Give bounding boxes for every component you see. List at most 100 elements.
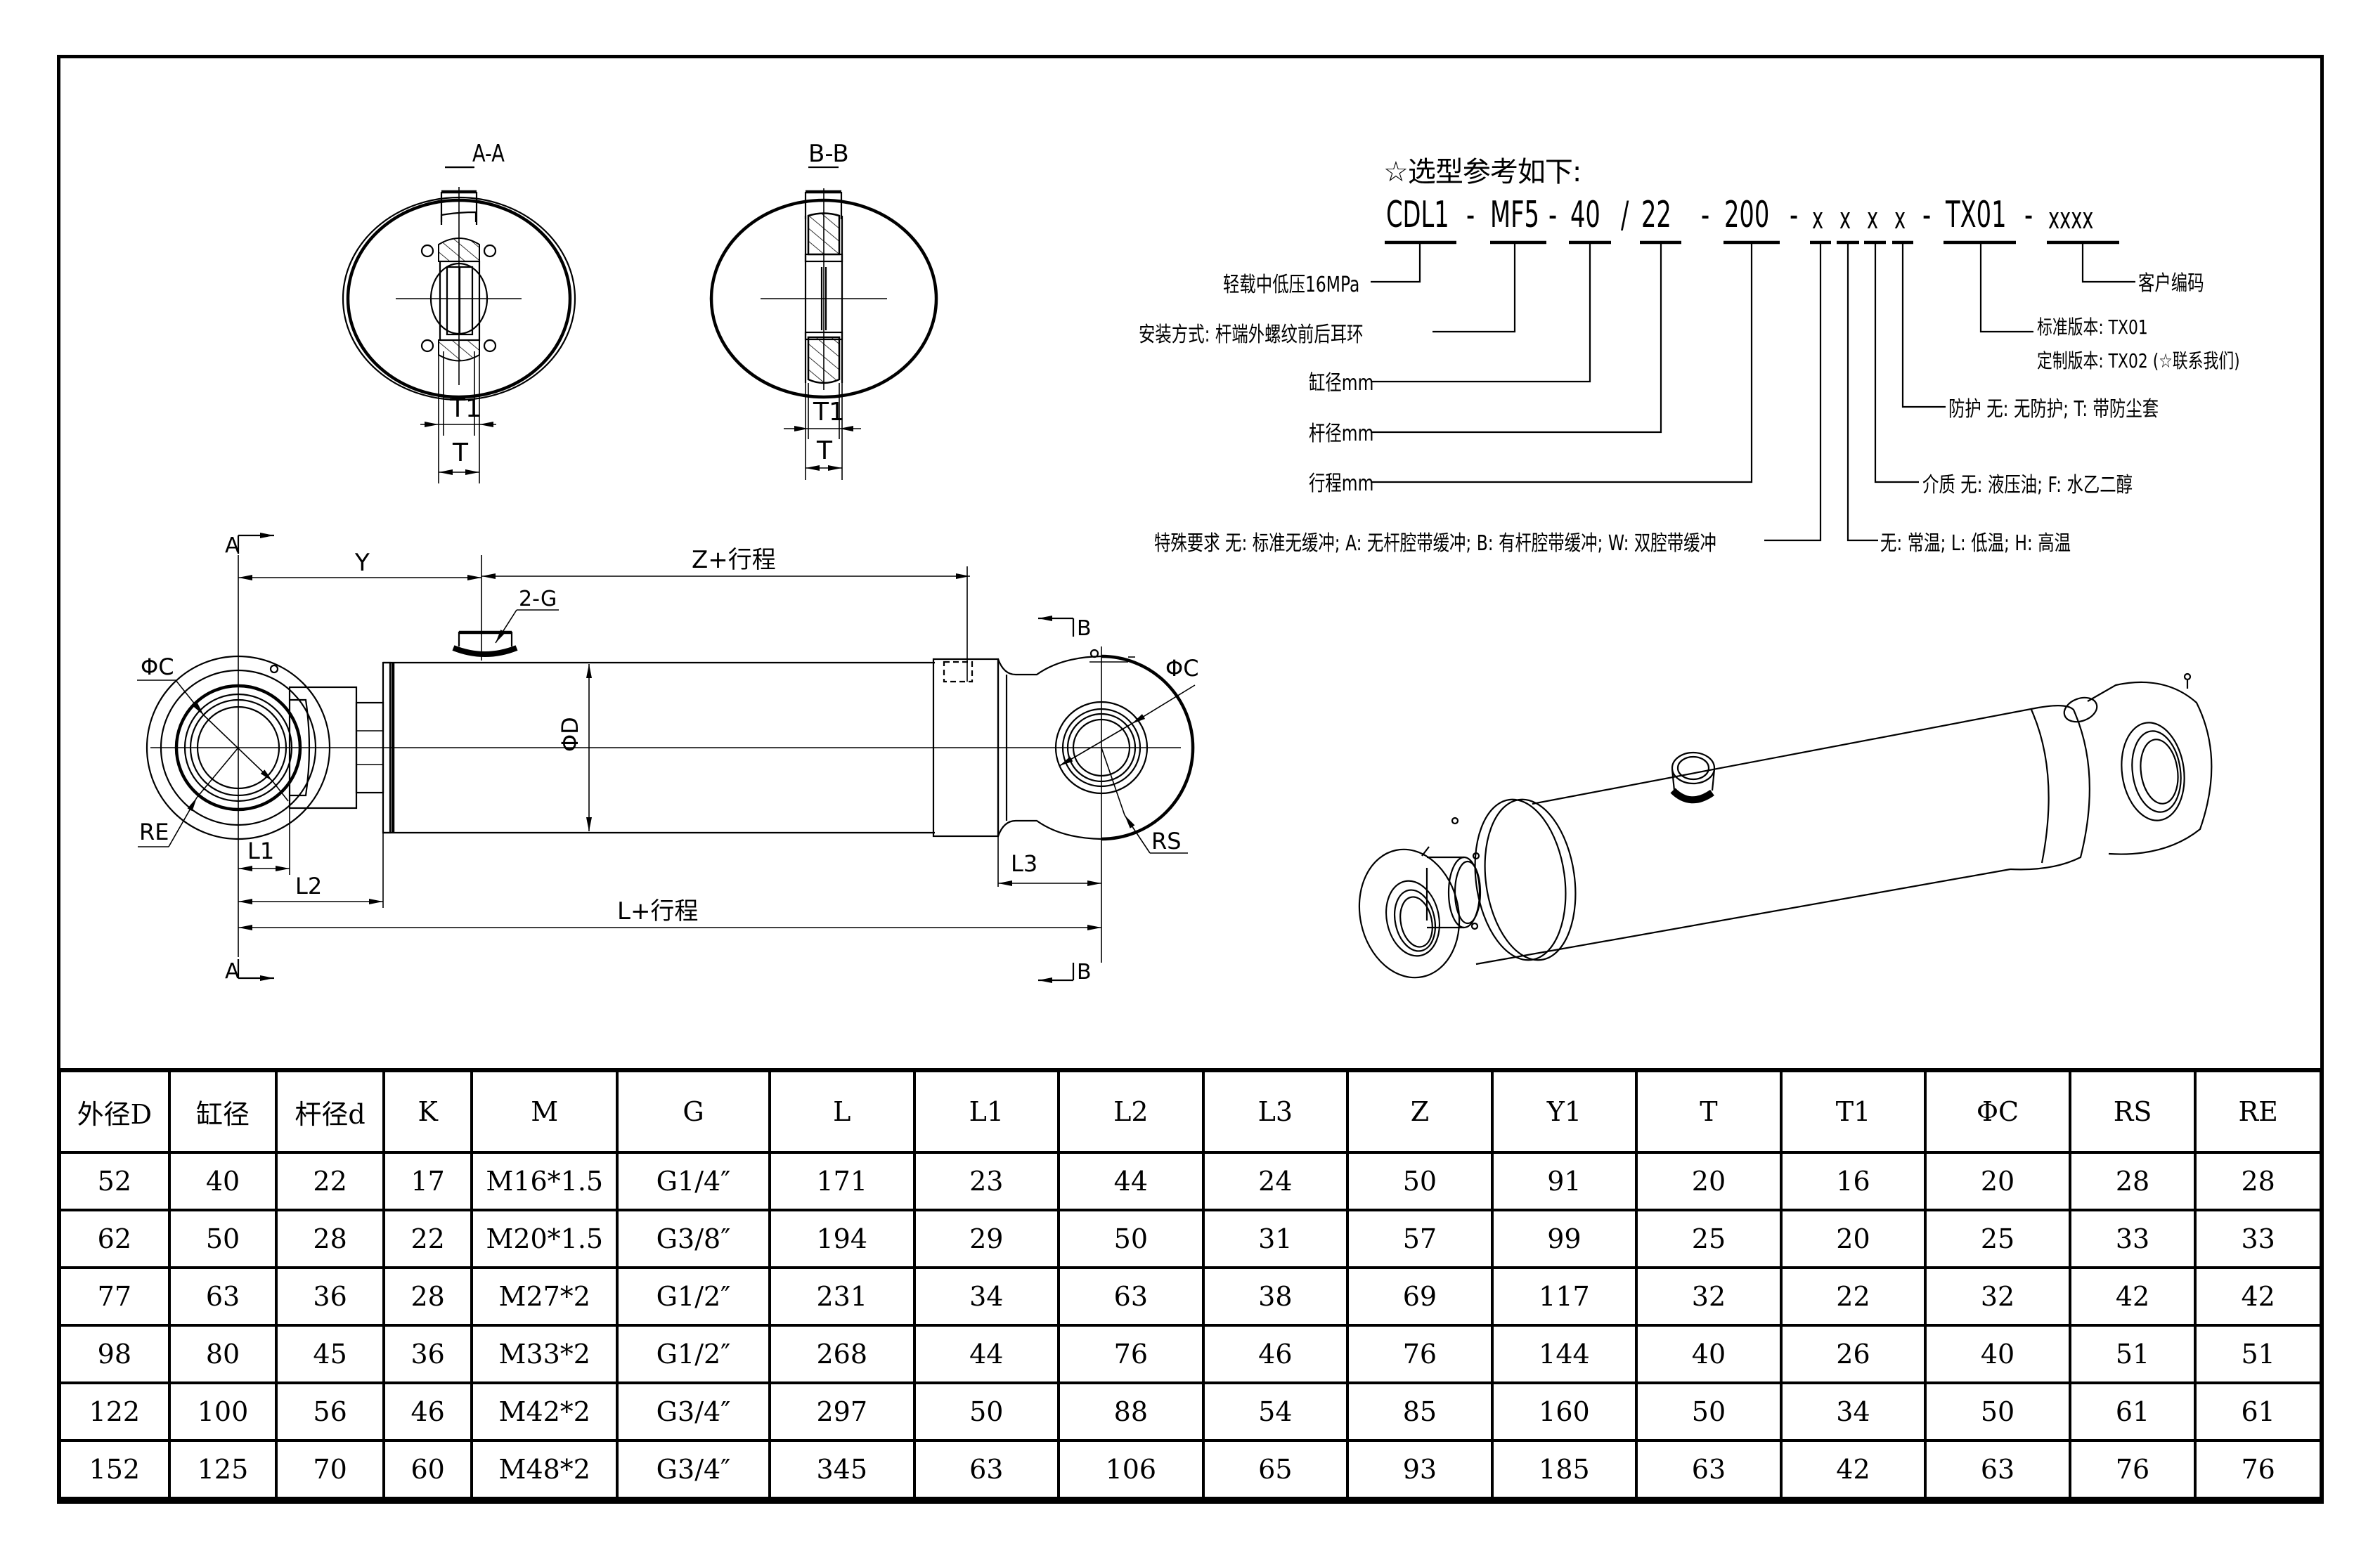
table-cell: 70 xyxy=(275,1439,385,1501)
code-temperature: x xyxy=(1839,201,1851,235)
table-cell: M20*1.5 xyxy=(470,1209,619,1269)
table-cell: 23 xyxy=(912,1151,1061,1211)
dim-l-plus-stroke: L+行程 xyxy=(617,897,698,925)
table-cell: 63 xyxy=(167,1266,278,1327)
table-cell: 231 xyxy=(768,1266,916,1327)
code-sep-4: - xyxy=(1701,194,1710,236)
table-cell: 42 xyxy=(2068,1266,2197,1327)
table-cell: 57 xyxy=(1346,1209,1494,1269)
table-cell: 32 xyxy=(1924,1266,2071,1327)
table-cell: 31 xyxy=(1201,1209,1350,1269)
section-mark-b-bottom: B xyxy=(1077,960,1092,984)
annotation-stroke: 行程mm xyxy=(1309,472,1374,496)
front-view-cylinder: A A Y Z+行程 2-G xyxy=(137,533,1199,984)
annotation-medium: 介质 无: 液压油; F: 水乙二醇 xyxy=(1922,473,2133,498)
table-cell: G1/4″ xyxy=(616,1151,771,1211)
table-cell: 63 xyxy=(1635,1439,1783,1501)
table-cell: 60 xyxy=(382,1439,474,1501)
table-cell: 26 xyxy=(1779,1324,1927,1384)
code-medium: x xyxy=(1867,201,1879,235)
table-cell: 44 xyxy=(1057,1151,1205,1211)
table-cell: 63 xyxy=(912,1439,1061,1501)
table-cell: 22 xyxy=(382,1209,474,1269)
section-b-dim-t: T xyxy=(816,436,833,465)
table-cell: M27*2 xyxy=(470,1266,619,1327)
section-a-dim-t1: T1 xyxy=(449,394,481,423)
port-label-2g: 2-G xyxy=(519,587,557,611)
code-special: x xyxy=(1812,201,1824,235)
table-header-cell: M xyxy=(470,1068,619,1154)
section-mark-a-bottom: A xyxy=(225,959,240,984)
annotation-special: 特殊要求 无: 标准无缓冲; A: 无杆腔带缓冲; B: 有杆腔带缓冲; W: … xyxy=(1154,531,1716,556)
section-b-dim-t1: T1 xyxy=(813,398,845,427)
code-sep-1: - xyxy=(1466,194,1475,236)
table-cell: M42*2 xyxy=(470,1381,619,1442)
table-cell: 152 xyxy=(58,1439,171,1501)
table-cell: 62 xyxy=(58,1209,171,1269)
table-header-cell: RE xyxy=(2194,1068,2322,1154)
table-cell: 297 xyxy=(768,1381,916,1442)
table-cell: 38 xyxy=(1201,1266,1350,1327)
dim-phi-c-right: ΦC xyxy=(1165,655,1199,682)
table-cell: 185 xyxy=(1490,1439,1638,1501)
table-cell: 24 xyxy=(1201,1151,1350,1211)
table-cell: 42 xyxy=(1779,1439,1927,1501)
table-cell: 85 xyxy=(1346,1381,1494,1442)
table-cell: 42 xyxy=(2194,1266,2322,1327)
table-cell: 46 xyxy=(382,1381,474,1442)
annotation-mounting: 安装方式: 杆端外螺纹前后耳环 xyxy=(1139,323,1364,347)
table-cell: G3/4″ xyxy=(616,1381,771,1442)
table-header-cell: L xyxy=(768,1068,916,1154)
table-cell: 20 xyxy=(1635,1151,1783,1211)
code-sep-5: - xyxy=(1790,194,1799,236)
table-cell: G1/2″ xyxy=(616,1266,771,1327)
table-header-cell: L1 xyxy=(912,1068,1061,1154)
table-cell: 32 xyxy=(1635,1266,1783,1327)
table-cell: 28 xyxy=(2194,1151,2322,1211)
section-a-dim-t: T xyxy=(452,438,469,467)
code-mounting: MF5 xyxy=(1490,194,1539,236)
table-cell: 50 xyxy=(1635,1381,1783,1442)
code-sep-7: - xyxy=(2024,194,2033,236)
table-cell: 80 xyxy=(167,1324,278,1384)
table-header-cell: ΦC xyxy=(1924,1068,2071,1154)
table-cell: 76 xyxy=(1057,1324,1205,1384)
table-cell: 63 xyxy=(1057,1266,1205,1327)
table-cell: 76 xyxy=(2068,1439,2197,1501)
table-cell: 46 xyxy=(1201,1324,1350,1384)
table-cell: 51 xyxy=(2068,1324,2197,1384)
table-cell: 17 xyxy=(382,1151,474,1211)
table-cell: 93 xyxy=(1346,1439,1494,1501)
annotation-version-standard: 标准版本: TX01 xyxy=(2037,316,2148,339)
table-cell: M48*2 xyxy=(470,1439,619,1501)
code-stroke: 200 xyxy=(1724,194,1770,236)
dim-rs: RS xyxy=(1151,828,1182,854)
table-cell: 28 xyxy=(275,1209,385,1269)
table-header-cell: L2 xyxy=(1057,1068,1205,1154)
code-version: TX01 xyxy=(1946,194,2007,236)
dim-l3: L3 xyxy=(1011,850,1037,877)
table-cell: 22 xyxy=(1779,1266,1927,1327)
table-cell: 50 xyxy=(912,1381,1061,1442)
table-cell: 20 xyxy=(1779,1209,1927,1269)
table-cell: 63 xyxy=(1924,1439,2071,1501)
table-header-cell: Z xyxy=(1346,1068,1494,1154)
table-cell: 65 xyxy=(1201,1439,1350,1501)
table-cell: 36 xyxy=(382,1324,474,1384)
table-cell: 50 xyxy=(1057,1209,1205,1269)
table-cell: 50 xyxy=(1924,1381,2071,1442)
table-cell: 25 xyxy=(1635,1209,1783,1269)
table-cell: 52 xyxy=(58,1151,171,1211)
code-sep-6: - xyxy=(1922,194,1932,236)
table-cell: 144 xyxy=(1490,1324,1638,1384)
table-cell: 29 xyxy=(912,1209,1061,1269)
table-cell: 106 xyxy=(1057,1439,1205,1501)
table-cell: 36 xyxy=(275,1266,385,1327)
table-cell: M16*1.5 xyxy=(470,1151,619,1211)
dim-l1: L1 xyxy=(247,838,274,864)
table-cell: 268 xyxy=(768,1324,916,1384)
